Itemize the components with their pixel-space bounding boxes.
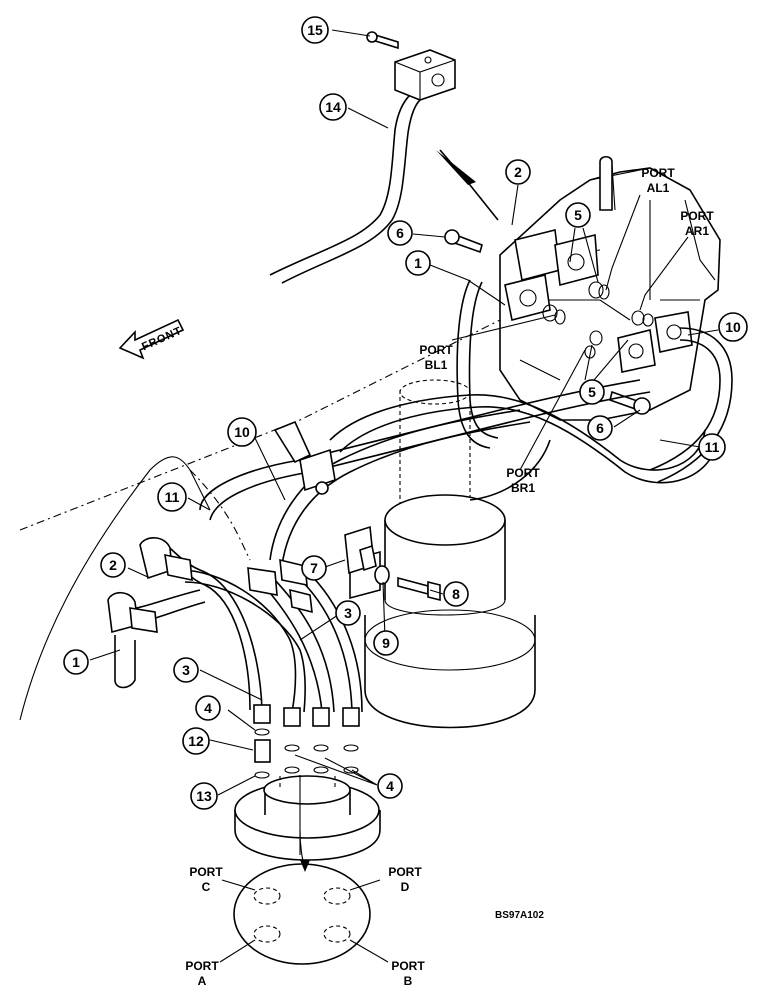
port-fittings	[253, 704, 360, 779]
svg-text:3: 3	[344, 605, 352, 621]
port-label-b: PORT B	[391, 959, 425, 988]
callout-3-left: 3	[173, 657, 199, 683]
svg-text:9: 9	[382, 635, 390, 651]
valve-flanges	[504, 229, 693, 373]
callout-7: 7	[301, 555, 327, 581]
callout-5-top: 5	[565, 202, 591, 228]
drawing-code: BS97A102	[495, 910, 544, 921]
callout-13: 13	[190, 782, 218, 810]
callout-5-mid: 5	[579, 379, 605, 405]
port-label-c: PORT C	[189, 865, 223, 894]
svg-text:PORT: PORT	[680, 209, 714, 223]
svg-text:11: 11	[705, 439, 720, 455]
svg-text:15: 15	[307, 22, 323, 38]
svg-text:6: 6	[396, 225, 404, 241]
svg-text:6: 6	[596, 420, 604, 436]
callout-4-left: 4	[195, 695, 221, 721]
svg-text:B: B	[404, 974, 413, 988]
svg-text:11: 11	[165, 489, 180, 505]
svg-text:10: 10	[725, 319, 741, 335]
callout-3-right: 3	[335, 600, 361, 626]
port-label-br1: PORT BR1	[506, 466, 540, 495]
svg-text:3: 3	[182, 662, 190, 678]
hose-clamps	[273, 420, 441, 602]
svg-text:BR1: BR1	[511, 481, 535, 495]
svg-text:PORT: PORT	[388, 865, 422, 879]
callout-14: 14	[319, 93, 347, 121]
svg-text:5: 5	[588, 384, 596, 400]
port-label-bl1: PORT BL1	[419, 343, 453, 372]
svg-text:14: 14	[325, 99, 341, 115]
svg-text:1: 1	[414, 255, 422, 271]
callout-11-left: 11	[157, 482, 187, 512]
port-layout-plate	[233, 863, 371, 965]
elbow-fittings	[107, 537, 313, 634]
bolts	[444, 229, 651, 415]
callout-2-top: 2	[505, 159, 531, 185]
svg-text:1: 1	[72, 654, 80, 670]
front-label: FRONT	[140, 325, 184, 353]
callout-10-left: 10	[227, 417, 257, 447]
callout-6-top: 6	[387, 220, 413, 246]
callout-6-mid: 6	[587, 415, 613, 441]
svg-text:AR1: AR1	[685, 224, 709, 238]
svg-text:PORT: PORT	[185, 959, 219, 973]
svg-text:2: 2	[109, 557, 117, 573]
svg-text:PORT: PORT	[419, 343, 453, 357]
callout-12: 12	[182, 727, 210, 755]
callout-1-left: 1	[63, 649, 89, 675]
port-label-d: PORT D	[388, 865, 422, 894]
svg-text:4: 4	[386, 778, 394, 794]
svg-text:BL1: BL1	[425, 358, 448, 372]
callout-2-left: 2	[100, 552, 126, 578]
callout-4-right: 4	[377, 773, 403, 799]
svg-text:D: D	[401, 880, 410, 894]
callout-15: 15	[301, 16, 329, 44]
svg-text:PORT: PORT	[189, 865, 223, 879]
callout-1-top: 1	[405, 250, 431, 276]
port-label-ar1: PORT AR1	[680, 209, 714, 238]
callout-11-right: 11	[698, 433, 726, 461]
svg-text:5: 5	[574, 207, 582, 223]
svg-text:2: 2	[514, 164, 522, 180]
svg-text:13: 13	[196, 788, 212, 804]
svg-text:12: 12	[188, 733, 204, 749]
swivel-base	[234, 775, 381, 872]
svg-text:PORT: PORT	[391, 959, 425, 973]
leader-lines	[89, 29, 719, 963]
svg-text:4: 4	[204, 700, 212, 716]
port-label-al1: PORT AL1	[641, 166, 675, 195]
return-pipe-assembly	[269, 31, 499, 284]
callout-8: 8	[443, 581, 469, 607]
svg-text:PORT: PORT	[506, 466, 540, 480]
svg-text:PORT: PORT	[641, 166, 675, 180]
svg-text:8: 8	[452, 586, 460, 602]
o-rings	[542, 281, 654, 359]
callout-10-right: 10	[718, 312, 748, 342]
svg-text:10: 10	[234, 424, 250, 440]
swivel-joint	[349, 379, 536, 729]
port-label-a: PORT A	[185, 959, 219, 988]
svg-text:AL1: AL1	[647, 181, 670, 195]
callout-9: 9	[373, 630, 399, 656]
svg-text:A: A	[198, 974, 207, 988]
front-arrow-icon: FRONT	[118, 318, 184, 360]
hydraulic-lines	[199, 279, 733, 566]
svg-text:C: C	[202, 880, 211, 894]
svg-text:7: 7	[310, 560, 318, 576]
